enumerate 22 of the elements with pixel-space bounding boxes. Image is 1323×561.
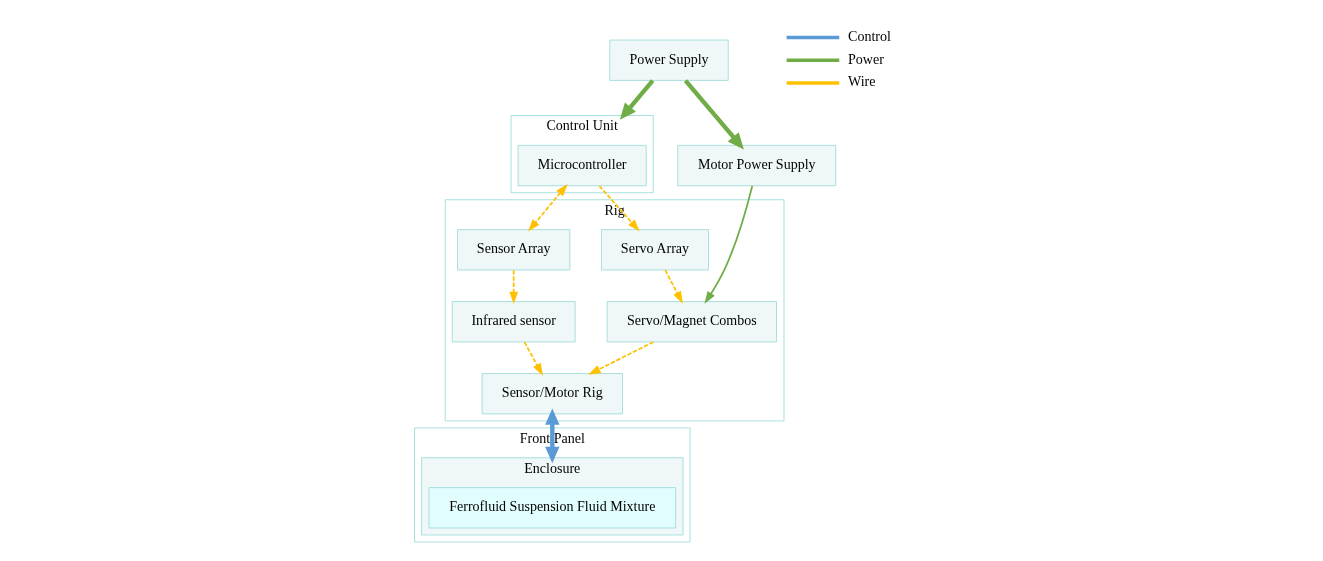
arrow (619, 79, 654, 120)
arrow (527, 183, 568, 232)
node-box: Sensor/Motor Rig (481, 373, 623, 415)
node-box: Motor Power Supply (676, 144, 836, 187)
arrow (683, 79, 744, 150)
node-box: Servo/Magnet Combos (606, 301, 777, 343)
legend-label: Power (847, 50, 884, 67)
arrow (523, 341, 543, 376)
node-box: Microcontroller (517, 144, 647, 187)
node-box: Servo Array (600, 229, 709, 271)
arrow (544, 408, 559, 464)
node-box: Infrared sensor (451, 301, 576, 343)
arrow (587, 341, 654, 375)
legend-label: Wire (847, 73, 876, 90)
arrow (703, 185, 753, 304)
node-box: Ferrofluid Suspension Fluid Mixture (428, 487, 676, 529)
arrow (598, 185, 640, 232)
node-box: Power Supply (608, 39, 729, 81)
arrow (508, 269, 518, 305)
node-box: Sensor Array (456, 229, 570, 271)
legend-label: Control (847, 27, 891, 44)
arrow (663, 269, 683, 304)
